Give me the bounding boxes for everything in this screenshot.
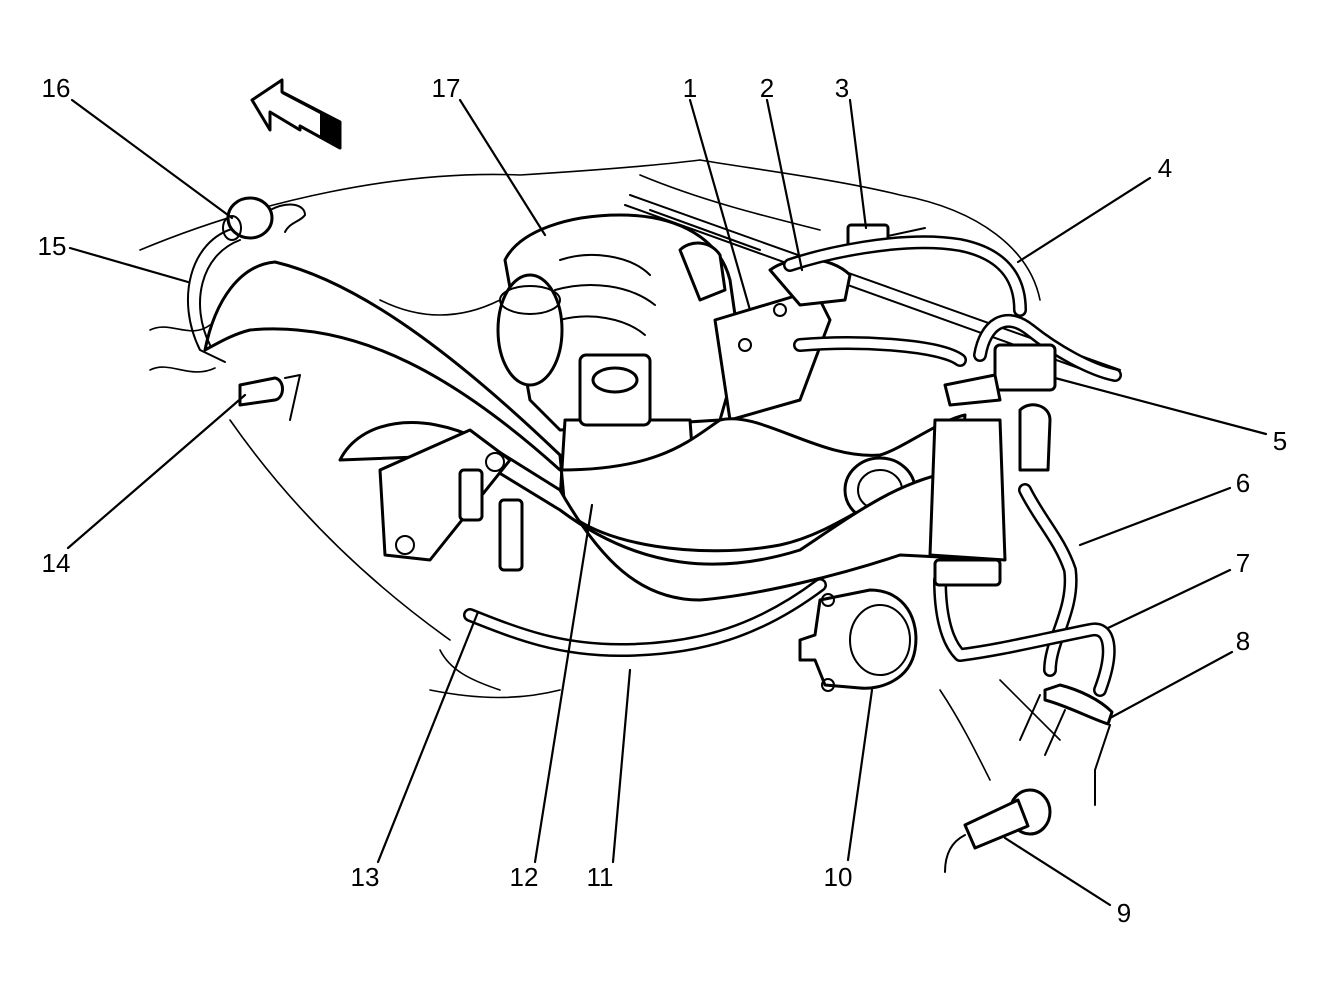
leader-6 xyxy=(1078,486,1232,547)
leader-1 xyxy=(688,98,752,312)
map-sensor-assembly xyxy=(186,196,306,421)
leader-8 xyxy=(1108,650,1234,720)
callout-7: 7 xyxy=(1236,548,1250,578)
leader-4 xyxy=(1016,176,1152,264)
callout-labels: 1 2 3 4 5 6 7 8 9 10 11 12 13 14 15 16 1… xyxy=(38,73,1288,928)
leader-10 xyxy=(846,688,874,862)
leader-3 xyxy=(848,98,868,230)
vacuum-bracket xyxy=(678,241,852,422)
callout-10: 10 xyxy=(824,862,853,892)
iac-motor xyxy=(496,273,564,387)
callout-12: 12 xyxy=(510,862,539,892)
lower-manifold xyxy=(338,403,1052,602)
throttle-position-sensor xyxy=(798,588,918,692)
throttle-body xyxy=(496,213,742,432)
callout-16: 16 xyxy=(42,73,71,103)
callout-1: 1 xyxy=(683,73,697,103)
callout-5: 5 xyxy=(1273,426,1287,456)
leader-lines xyxy=(66,98,1268,907)
forward-direction-arrow-icon xyxy=(250,78,342,150)
callout-13: 13 xyxy=(351,862,380,892)
callout-11: 11 xyxy=(587,862,614,892)
leader-15 xyxy=(68,246,190,284)
callout-9: 9 xyxy=(1117,898,1131,928)
vacuum-hoses-upper xyxy=(783,235,1122,407)
leader-16 xyxy=(70,98,234,220)
leader-13 xyxy=(376,610,480,864)
callout-15: 15 xyxy=(38,231,67,261)
leader-7 xyxy=(1106,568,1232,630)
callout-4: 4 xyxy=(1158,153,1172,183)
leader-2 xyxy=(765,98,804,272)
leader-9 xyxy=(1003,836,1112,907)
callout-6: 6 xyxy=(1236,468,1250,498)
sensor-probe xyxy=(944,788,1052,873)
callout-17: 17 xyxy=(432,73,461,103)
coolant-hoses xyxy=(463,483,1116,697)
leader-17 xyxy=(458,98,547,237)
leader-11 xyxy=(611,668,632,864)
leader-5 xyxy=(1053,376,1268,436)
solenoid xyxy=(993,343,1057,392)
callout-14: 14 xyxy=(42,548,71,578)
vacuum-fitting xyxy=(238,376,284,407)
callout-3: 3 xyxy=(835,73,849,103)
callout-8: 8 xyxy=(1236,626,1250,656)
leader-12 xyxy=(533,503,594,864)
pipe-fitting xyxy=(1019,683,1114,806)
callout-2: 2 xyxy=(760,73,774,103)
leader-14 xyxy=(66,393,247,550)
map-sensor xyxy=(226,196,274,240)
